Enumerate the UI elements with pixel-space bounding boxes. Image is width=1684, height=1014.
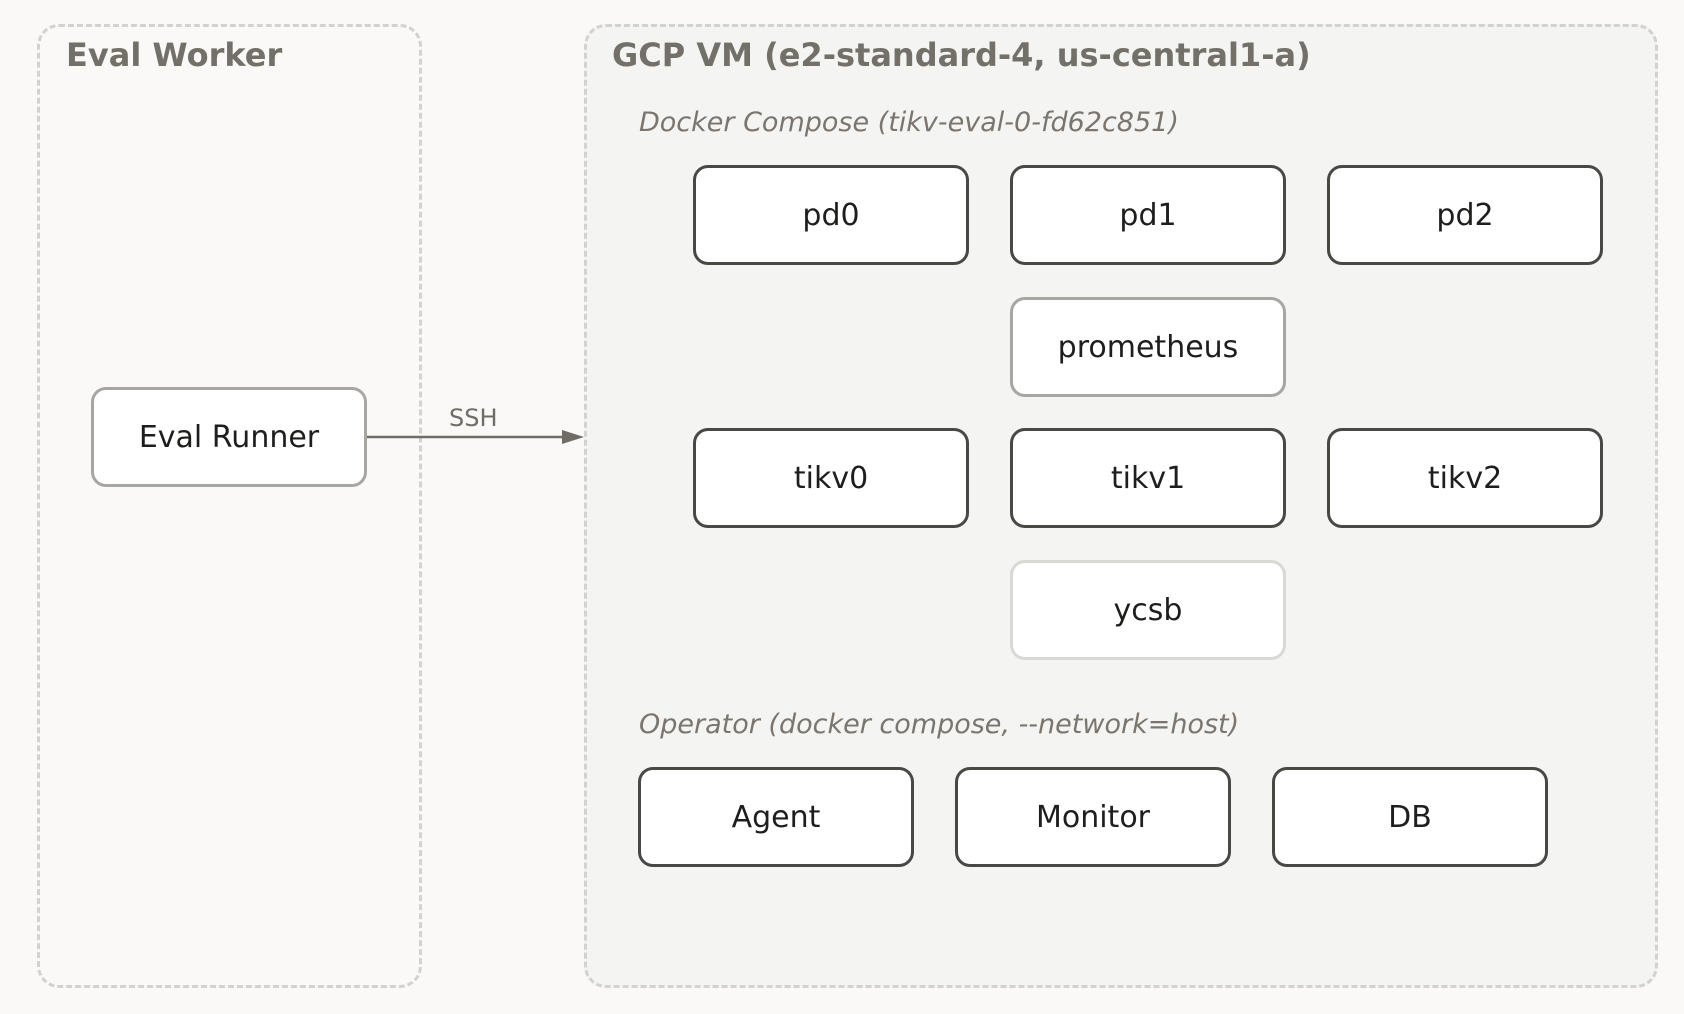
node-pd0: pd0 — [693, 165, 969, 265]
node-eval-runner: Eval Runner — [91, 387, 367, 487]
ssh-edge-label: SSH — [449, 404, 498, 432]
node-tikv0: tikv0 — [693, 428, 969, 528]
node-pd2: pd2 — [1327, 165, 1603, 265]
node-prometheus: prometheus — [1010, 297, 1286, 397]
eval-worker-title: Eval Worker — [66, 36, 283, 74]
node-tikv2: tikv2 — [1327, 428, 1603, 528]
ssh-arrowhead — [562, 430, 584, 444]
gcp-vm-title: GCP VM (e2-standard-4, us-central1-a) — [612, 36, 1311, 74]
node-tikv1: tikv1 — [1010, 428, 1286, 528]
eval-worker-group — [37, 24, 422, 988]
node-monitor: Monitor — [955, 767, 1231, 867]
node-ycsb: ycsb — [1010, 560, 1286, 660]
operator-label: Operator (docker compose, --network=host… — [639, 709, 1240, 740]
node-agent: Agent — [638, 767, 914, 867]
node-db: DB — [1272, 767, 1548, 867]
docker-compose-label: Docker Compose (tikv-eval-0-fd62c851) — [639, 107, 1179, 138]
node-pd1: pd1 — [1010, 165, 1286, 265]
